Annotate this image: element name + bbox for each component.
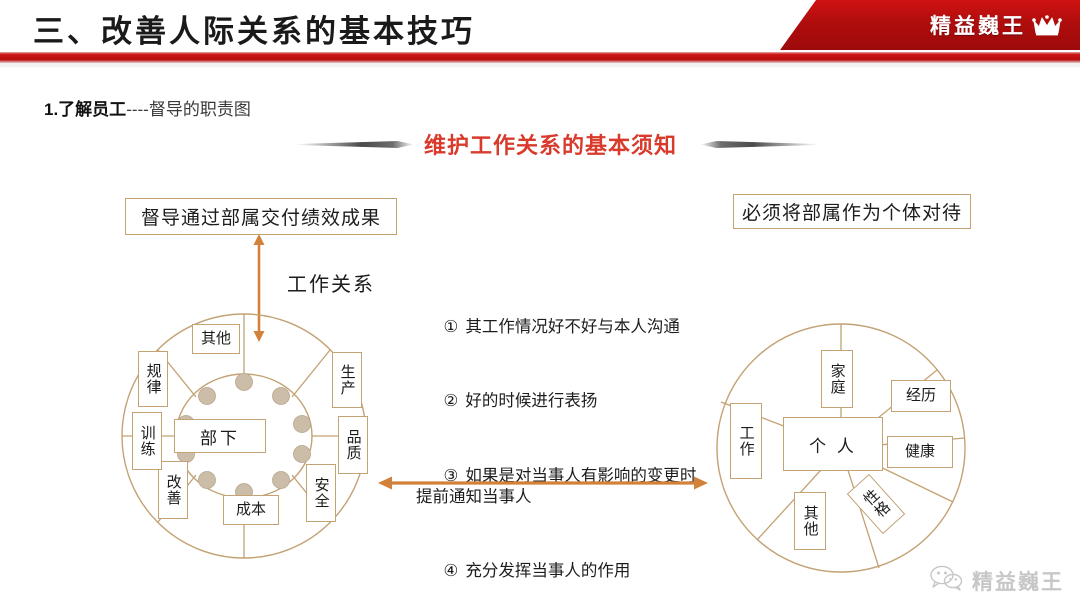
- work-relation-arrow: [251, 234, 267, 342]
- wheel-right-segment-work: 工作: [730, 403, 762, 479]
- list-item: ① 其工作情况好不好与本人沟通: [416, 296, 698, 359]
- list-item-number: ③: [443, 466, 459, 485]
- list-item-text: 好的时候进行表扬: [465, 392, 598, 411]
- subtitle-normal: ----督导的职责图: [126, 100, 251, 119]
- wheel-left-segment-other: 其他: [192, 324, 240, 354]
- wheel-left-segment-improvement: 改善: [158, 461, 188, 519]
- page-title: 三、改善人际关系的基本技巧: [33, 14, 475, 50]
- brand-logo-text: 精益巍王: [930, 13, 1026, 38]
- wheel-left-center-label: 部下: [174, 419, 266, 453]
- subtitle: 1.了解员工----督导的职责图: [44, 95, 251, 120]
- wheel-right-segment-family: 家庭: [821, 350, 853, 408]
- wheel-left-segment-quality: 品质: [338, 416, 368, 474]
- list-item: ② 好的时候进行表扬: [416, 370, 698, 433]
- slide-header: 精益巍王 三、改善人际关系的基本技巧: [0, 0, 1080, 67]
- list-item-number: ①: [443, 318, 459, 337]
- list-item: ④ 充分发挥当事人的作用: [416, 540, 698, 603]
- wheel-left-segment-safety: 安全: [306, 464, 336, 522]
- list-item-text: 充分发挥当事人的作用: [465, 562, 631, 581]
- header-red-banner: [780, 0, 1080, 50]
- list-item-number: ②: [443, 392, 459, 411]
- wheel-right-center-label: 个 人: [783, 417, 883, 471]
- watermark-text: 精益巍王: [972, 568, 1064, 594]
- wheel-right-segment-health: 健康: [887, 436, 953, 468]
- list-item-text: 如果是对当事人有影响的变更时提前通知当事人: [416, 466, 697, 506]
- header-divider-shadow: [0, 63, 1080, 67]
- watermark: 精益巍王: [930, 565, 1064, 596]
- wheel-right-segment-other: 其他: [794, 492, 826, 550]
- subordinate-wheel-diagram: 部下 其他 生产 品质 安全 成本 改善 训练 规律: [110, 312, 378, 560]
- brand-logo: 精益巍王: [930, 6, 1062, 44]
- wheel-left-segment-cost: 成本: [223, 495, 279, 525]
- header-divider-stripe: [0, 52, 1080, 63]
- callout-right: 必须将部属作为个体对待: [733, 194, 971, 229]
- decorative-line-right: [700, 141, 818, 148]
- wheels-connector-arrow: [378, 474, 708, 492]
- callout-left: 督导通过部属交付绩效成果: [125, 198, 397, 235]
- section-heading: 维护工作关系的基本须知: [424, 133, 678, 158]
- individual-wheel-diagram: 个 人 家庭 经历 健康 性格 其他 工作: [705, 322, 977, 574]
- wheel-right-segment-experience: 经历: [891, 380, 951, 412]
- list-item-number: ④: [443, 562, 459, 581]
- decorative-line-left: [296, 141, 414, 148]
- crown-icon: [1032, 14, 1062, 36]
- wheel-left-segment-discipline: 规律: [138, 351, 168, 407]
- wheel-left-segment-training: 训练: [132, 412, 162, 470]
- work-relation-label: 工作关系: [287, 274, 375, 296]
- wheel-left-segment-production: 生产: [332, 352, 362, 408]
- wechat-icon: [930, 565, 964, 596]
- subtitle-bold: 1.了解员工: [44, 100, 127, 119]
- list-item-text: 其工作情况好不好与本人沟通: [465, 318, 680, 337]
